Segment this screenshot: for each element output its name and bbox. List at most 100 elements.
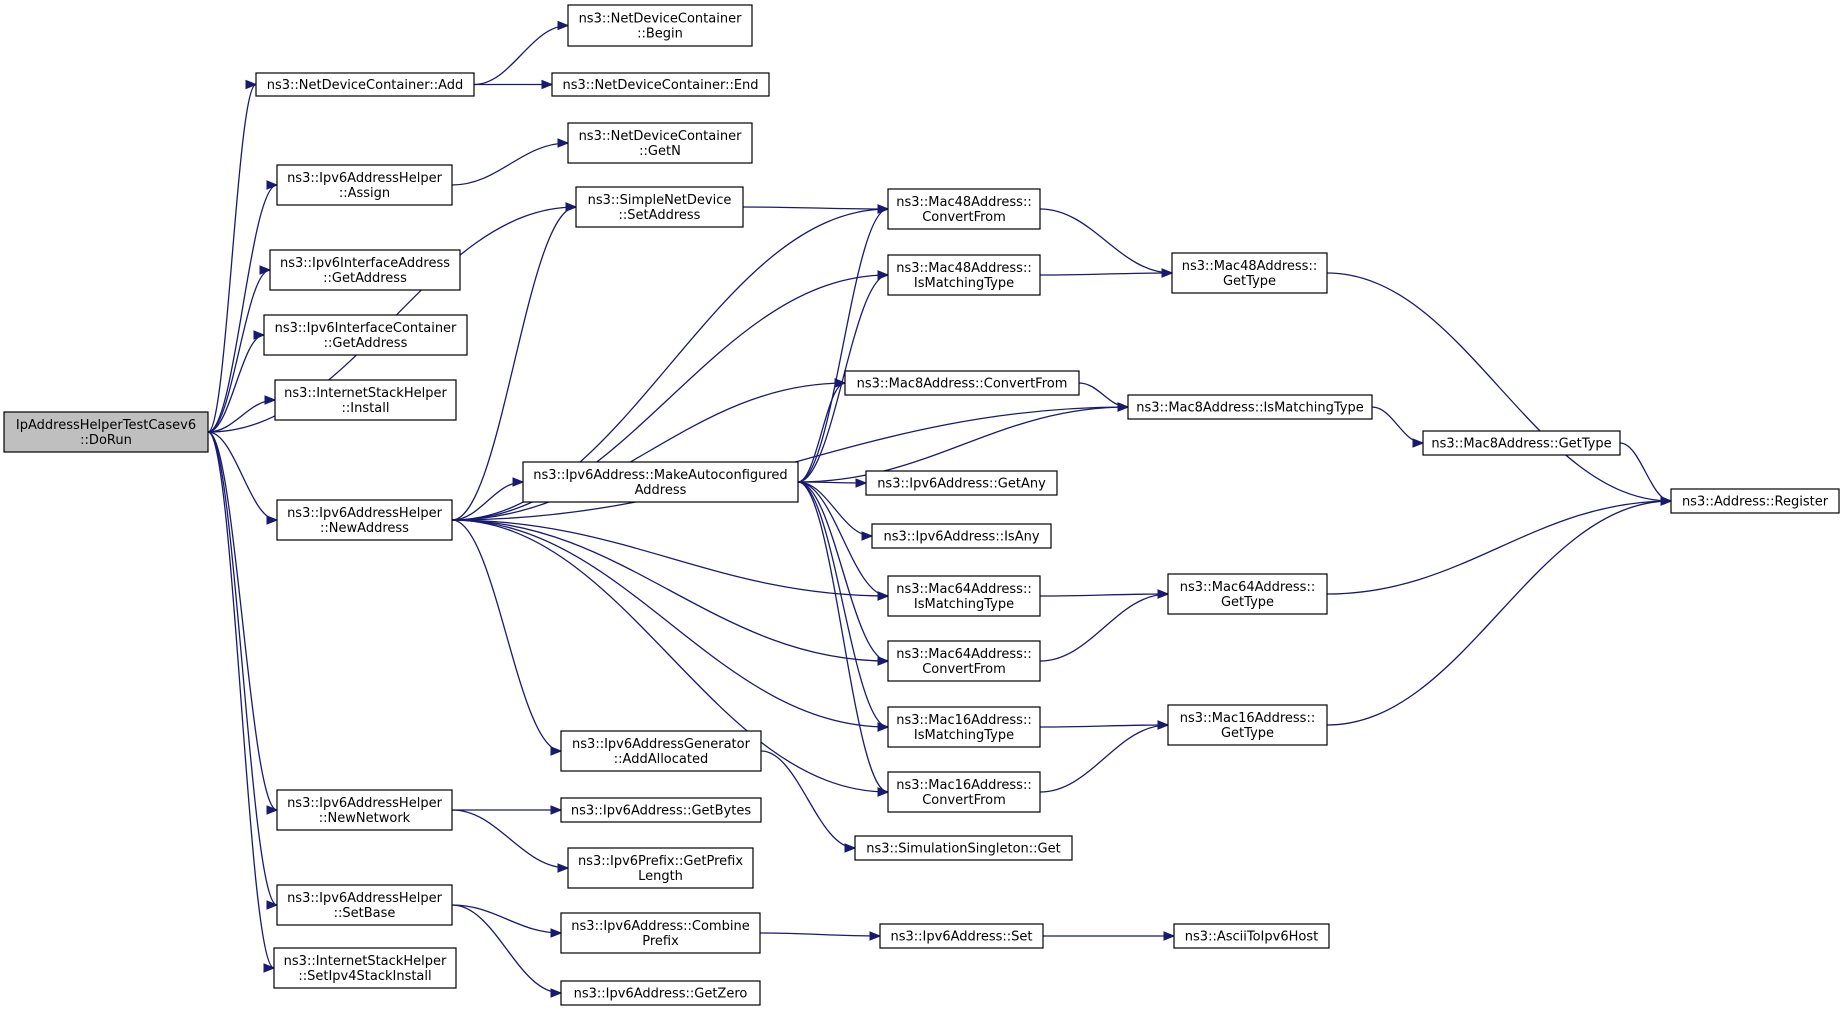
edge-m8-ismatch-to-m8-gettype	[1371, 406, 1425, 448]
edge-ia-makeauto-to-m48-ismatch	[797, 270, 890, 483]
node-iah-newnet[interactable]: ns3::Ipv6AddressHelper::NewNetwork	[276, 789, 453, 831]
node-m16-convert[interactable]: ns3::Mac16Address::ConvertFrom	[887, 771, 1041, 813]
node-box	[1171, 252, 1328, 294]
node-label: ns3::Mac48Address::	[1182, 259, 1317, 274]
node-addr-register[interactable]: ns3::Address::Register	[1670, 488, 1840, 514]
node-label: ns3::Mac16Address::	[896, 713, 1031, 728]
node-iic-getaddr[interactable]: ns3::Ipv6InterfaceContainer::GetAddress	[263, 314, 468, 356]
edge-iag-addalloc-to-ss-get	[760, 750, 857, 853]
node-m8-gettype[interactable]: ns3::Mac8Address::GetType	[1422, 430, 1621, 456]
node-ia-getzero[interactable]: ns3::Ipv6Address::GetZero	[560, 980, 761, 1006]
node-ish-setipv4[interactable]: ns3::InternetStackHelper::SetIpv4StackIn…	[273, 947, 457, 989]
node-iah-assign[interactable]: ns3::Ipv6AddressHelper::Assign	[276, 164, 453, 206]
node-label: IsMatchingType	[914, 276, 1014, 291]
node-ia-isany[interactable]: ns3::Ipv6Address::IsAny	[871, 523, 1052, 549]
node-box	[887, 254, 1041, 296]
node-box	[551, 72, 770, 97]
node-ia-makeauto[interactable]: ns3::Ipv6Address::MakeAutoconfiguredAddr…	[522, 461, 799, 503]
node-ascii[interactable]: ns3::AsciiToIpv6Host	[1173, 923, 1330, 949]
node-m48-ismatch[interactable]: ns3::Mac48Address::IsMatchingType	[887, 254, 1041, 296]
node-box	[844, 370, 1080, 396]
node-label: ::NewNetwork	[319, 811, 411, 826]
edge-m8-gettype-to-addr-register	[1619, 442, 1673, 506]
node-m48-convert[interactable]: ns3::Mac48Address::ConvertFrom	[887, 188, 1041, 230]
edge-root-to-iah-setbase	[207, 431, 279, 910]
node-ia-getany[interactable]: ns3::Ipv6Address::GetAny	[865, 470, 1058, 496]
node-iah-newaddr[interactable]: ns3::Ipv6AddressHelper::NewAddress	[276, 499, 453, 541]
node-label: Length	[638, 869, 683, 884]
node-m48-gettype[interactable]: ns3::Mac48Address::GetType	[1171, 252, 1328, 294]
edge-iah-newnet-to-ia-getbytes	[452, 805, 563, 815]
node-label: ns3::Mac8Address::GetType	[1431, 437, 1611, 452]
node-box	[567, 122, 753, 164]
node-label: ns3::Mac64Address::	[896, 647, 1031, 662]
node-label: ns3::Ipv6Address::GetZero	[574, 987, 748, 1002]
edge-m48-gettype-to-addr-register	[1326, 272, 1673, 506]
edge-root-to-iah-newaddr	[207, 431, 279, 525]
node-label: ns3::Ipv6AddressHelper	[287, 891, 443, 906]
node-box	[887, 188, 1041, 230]
edge-root-to-ndc-add	[207, 79, 258, 433]
edge-iah-newaddr-to-snd-setaddr	[451, 202, 578, 521]
node-label: ns3::InternetStackHelper	[284, 954, 447, 969]
node-label: ::GetAddress	[323, 271, 407, 286]
node-label: GetType	[1221, 595, 1274, 610]
node-iia-getaddr[interactable]: ns3::Ipv6InterfaceAddress::GetAddress	[269, 249, 461, 291]
call-edges	[207, 20, 1673, 998]
node-ia-set[interactable]: ns3::Ipv6Address::Set	[879, 923, 1044, 949]
edge-ia-makeauto-to-m64-ismatch	[797, 481, 890, 601]
node-box	[879, 923, 1044, 949]
edge-ia-makeauto-to-m16-convert	[797, 481, 890, 797]
node-label: IsMatchingType	[914, 597, 1014, 612]
node-label: ns3::AsciiToIpv6Host	[1185, 930, 1318, 945]
node-label: ::NewAddress	[320, 521, 409, 536]
edge-ia-makeauto-to-m16-ismatch	[797, 481, 890, 732]
node-ish-install[interactable]: ns3::InternetStackHelper::Install	[274, 379, 457, 421]
edge-iah-assign-to-ndc-getn	[451, 138, 570, 186]
node-m16-ismatch[interactable]: ns3::Mac16Address::IsMatchingType	[887, 706, 1041, 748]
node-box	[865, 470, 1058, 496]
node-label: ::Assign	[339, 186, 390, 201]
node-snd-setaddr[interactable]: ns3::SimpleNetDevice::SetAddress	[575, 186, 744, 228]
edge-iah-setbase-to-ia-combine	[451, 904, 563, 938]
node-m64-ismatch[interactable]: ns3::Mac64Address::IsMatchingType	[887, 575, 1041, 617]
edge-root-to-iah-assign	[207, 180, 279, 433]
node-m8-ismatch[interactable]: ns3::Mac8Address::IsMatchingType	[1127, 394, 1373, 420]
node-ndc-begin[interactable]: ns3::NetDeviceContainer::Begin	[567, 4, 753, 47]
node-label: IpAddressHelperTestCasev6	[16, 418, 196, 433]
node-box	[560, 912, 761, 954]
node-box	[887, 575, 1041, 617]
node-label: GetType	[1223, 274, 1276, 289]
node-label: IsMatchingType	[914, 728, 1014, 743]
node-iah-setbase[interactable]: ns3::Ipv6AddressHelper::SetBase	[276, 884, 453, 926]
edge-ia-makeauto-to-ia-getany	[797, 478, 868, 488]
node-m8-convert[interactable]: ns3::Mac8Address::ConvertFrom	[844, 370, 1080, 396]
node-m64-gettype[interactable]: ns3::Mac64Address::GetType	[1167, 573, 1328, 615]
node-box	[276, 499, 453, 541]
node-iag-addalloc[interactable]: ns3::Ipv6AddressGenerator::AddAllocated	[560, 730, 762, 772]
node-ia-getbytes[interactable]: ns3::Ipv6Address::GetBytes	[560, 797, 762, 823]
node-label: GetType	[1221, 726, 1274, 741]
node-label: ns3::Ipv6Address::GetBytes	[571, 804, 752, 819]
node-ndc-end[interactable]: ns3::NetDeviceContainer::End	[551, 72, 770, 97]
edge-iah-setbase-to-ia-getzero	[451, 904, 563, 998]
node-m64-convert[interactable]: ns3::Mac64Address::ConvertFrom	[887, 640, 1041, 682]
node-box	[1167, 704, 1328, 746]
edge-ia-makeauto-to-m64-convert	[797, 481, 890, 666]
node-label: ::Begin	[637, 27, 683, 42]
node-root[interactable]: IpAddressHelperTestCasev6::DoRun	[3, 411, 209, 453]
node-m16-gettype[interactable]: ns3::Mac16Address::GetType	[1167, 704, 1328, 746]
node-label: ns3::Ipv6Address::IsAny	[883, 530, 1039, 545]
node-box	[887, 640, 1041, 682]
node-box	[273, 947, 457, 989]
edge-m16-gettype-to-addr-register	[1326, 496, 1673, 726]
node-ndc-getn[interactable]: ns3::NetDeviceContainer::GetN	[567, 122, 753, 164]
node-ndc-add[interactable]: ns3::NetDeviceContainer::Add	[255, 72, 475, 97]
node-box	[522, 461, 799, 503]
node-ss-get[interactable]: ns3::SimulationSingleton::Get	[854, 835, 1073, 861]
function-nodes: IpAddressHelperTestCasev6::DoRun ns3::Net…	[3, 4, 1840, 1006]
node-label: ConvertFrom	[922, 210, 1006, 225]
node-box	[263, 314, 468, 356]
